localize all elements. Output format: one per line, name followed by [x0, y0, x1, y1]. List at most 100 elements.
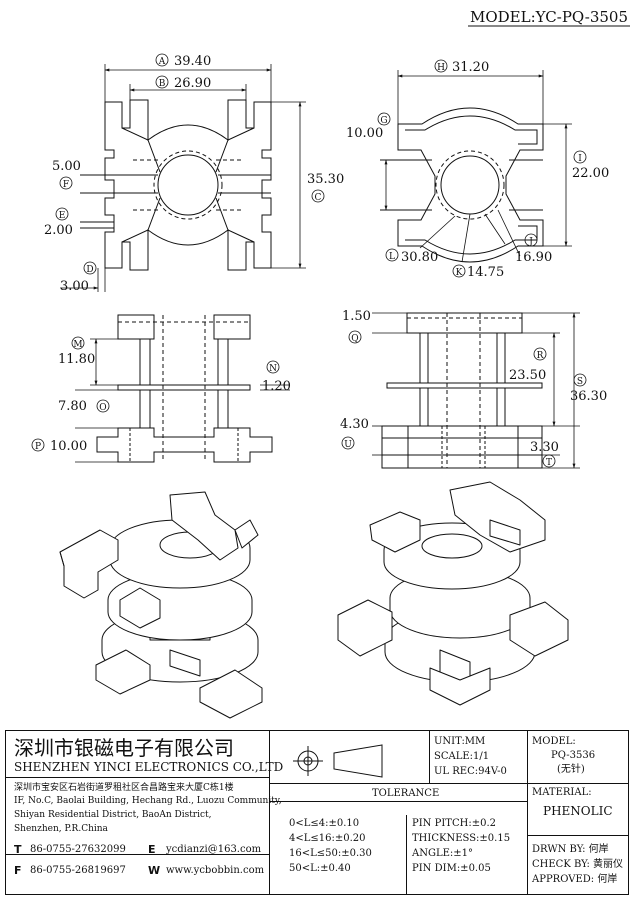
top-view-left [80, 99, 272, 271]
tolerance-left-2: 16<L≤50:±0.30 [289, 848, 372, 859]
svg-text:39.40: 39.40 [174, 54, 211, 69]
fax-number: 86-0755-26819697 [30, 865, 126, 876]
tolerance-left-1: 4<L≤16:±0.20 [289, 833, 366, 844]
svg-text:36.30: 36.30 [570, 389, 607, 404]
svg-text:N: N [269, 364, 277, 374]
svg-text:L: L [389, 252, 395, 262]
address-en-1: IF, No.C, Baolai Building, Hechang Rd., … [14, 796, 282, 806]
svg-text:H: H [437, 63, 445, 73]
title-block: 深圳市银磁电子有限公司 SHENZHEN YINCI ELECTRONICS C… [5, 730, 629, 895]
dim-O: 7.80 O [58, 399, 110, 414]
ul-rec-label: UL REC:94V-0 [434, 766, 507, 777]
dim-H: H 31.20 [434, 59, 489, 75]
approved-by: APPROVED: 何岸 [532, 874, 618, 885]
web-link[interactable]: www.ycbobbin.com [166, 865, 265, 876]
svg-text:5.00: 5.00 [52, 159, 81, 174]
address-en-3: Shenzhen, P.R.China [14, 824, 108, 834]
dim-A: A 39.40 [155, 53, 211, 69]
dim-U: 4.30 U [340, 417, 369, 450]
dim-K: K 14.75 [452, 264, 504, 280]
top-view-right [380, 107, 544, 263]
isometric-view-right [337, 481, 569, 706]
dim-I: I 22.00 [572, 150, 609, 181]
tolerance-right-3: PIN DIM:±0.05 [412, 863, 491, 874]
svg-text:Q: Q [351, 334, 358, 344]
svg-text:30.80: 30.80 [401, 250, 438, 265]
svg-text:11.80: 11.80 [58, 352, 95, 367]
svg-text:A: A [158, 57, 166, 67]
tolerance-title: TOLERANCE [372, 788, 440, 799]
web-icon: W [148, 864, 161, 877]
svg-text:22.00: 22.00 [572, 166, 609, 181]
svg-text:10.00: 10.00 [50, 439, 87, 454]
side-view-left [96, 314, 273, 463]
email-icon: E [148, 843, 156, 856]
dim-M: M 11.80 [58, 336, 95, 367]
company-name-cn: 深圳市银磁电子有限公司 [14, 736, 234, 760]
isometric-view-left [59, 491, 263, 719]
svg-text:26.90: 26.90 [174, 76, 211, 91]
model-note: (无针) [557, 764, 585, 775]
tolerance-right-0: PIN PITCH:±0.2 [412, 818, 496, 829]
svg-text:T: T [546, 458, 552, 468]
unit-label: UNIT:MM [434, 736, 486, 747]
svg-text:O: O [99, 403, 106, 413]
svg-text:G: G [380, 116, 387, 126]
dim-P: P 10.00 [31, 438, 87, 454]
address-cn: 深圳市宝安区石岩街道罗租社区合昌路宝来大厦C栋1楼 [14, 783, 234, 793]
dim-D: D 3.00 [60, 261, 97, 294]
svg-text:7.80: 7.80 [58, 399, 87, 414]
dim-Q: 1.50 Q [342, 309, 371, 344]
model-value: PQ-3536 [551, 750, 596, 761]
dim-J: J 16.90 [515, 233, 552, 265]
svg-text:3.30: 3.30 [530, 440, 559, 455]
svg-text:C: C [315, 193, 322, 203]
email-link[interactable]: ycdianzi@163.com [166, 844, 262, 855]
svg-text:4.30: 4.30 [340, 417, 369, 432]
svg-text:J: J [528, 237, 533, 247]
svg-text:U: U [344, 440, 352, 450]
model-label: MODEL:YC-PQ-3505 [470, 8, 628, 26]
fax-icon: F [14, 864, 22, 877]
dim-L: L 30.80 [385, 248, 438, 265]
dim-E: E 2.00 [44, 207, 73, 238]
tel-number: 86-0755-27632099 [30, 844, 126, 855]
dim-N: N 1.20 [262, 360, 291, 394]
model-title: MODEL: [532, 736, 576, 747]
svg-text:I: I [578, 154, 582, 164]
svg-text:1.50: 1.50 [342, 309, 371, 324]
svg-text:14.75: 14.75 [467, 265, 504, 280]
dim-S: S 36.30 [570, 373, 607, 404]
dim-G: G 10.00 [346, 112, 391, 141]
svg-text:B: B [159, 79, 166, 89]
svg-text:10.00: 10.00 [346, 126, 383, 141]
dim-R: R 23.50 [509, 347, 547, 383]
material-value: PHENOLIC [543, 804, 613, 818]
svg-text:K: K [456, 268, 463, 278]
company-name-en: SHENZHEN YINCI ELECTRONICS CO.,LTD [14, 760, 284, 774]
svg-text:E: E [59, 211, 66, 221]
tolerance-right-2: ANGLE:±1° [412, 848, 474, 859]
svg-text:1.20: 1.20 [262, 379, 291, 394]
svg-text:35.30: 35.30 [307, 172, 344, 187]
svg-text:R: R [537, 351, 544, 361]
tel-icon: T [14, 843, 22, 856]
svg-text:P: P [35, 442, 41, 452]
check-by: CHECK BY: 黄丽仪 [532, 859, 624, 870]
svg-text:31.20: 31.20 [452, 60, 489, 75]
svg-text:M: M [73, 340, 82, 350]
tolerance-left-3: 50<L:±0.40 [289, 863, 351, 874]
material-title: MATERIAL: [532, 787, 592, 798]
svg-text:F: F [63, 180, 69, 190]
dim-T: 3.30 T [530, 440, 559, 468]
address-en-2: Shiyan Residential District, BaoAn Distr… [14, 810, 212, 820]
projection-symbol [293, 744, 383, 778]
svg-text:16.90: 16.90 [515, 250, 552, 265]
drawn-by: DRWN BY: 何岸 [532, 844, 609, 855]
dim-F: 5.00 F [52, 159, 81, 190]
tolerance-right-1: THICKNESS:±0.15 [412, 833, 511, 844]
svg-text:23.50: 23.50 [509, 368, 546, 383]
dim-C: 35.30 C [307, 172, 344, 203]
side-view-right [381, 312, 543, 469]
